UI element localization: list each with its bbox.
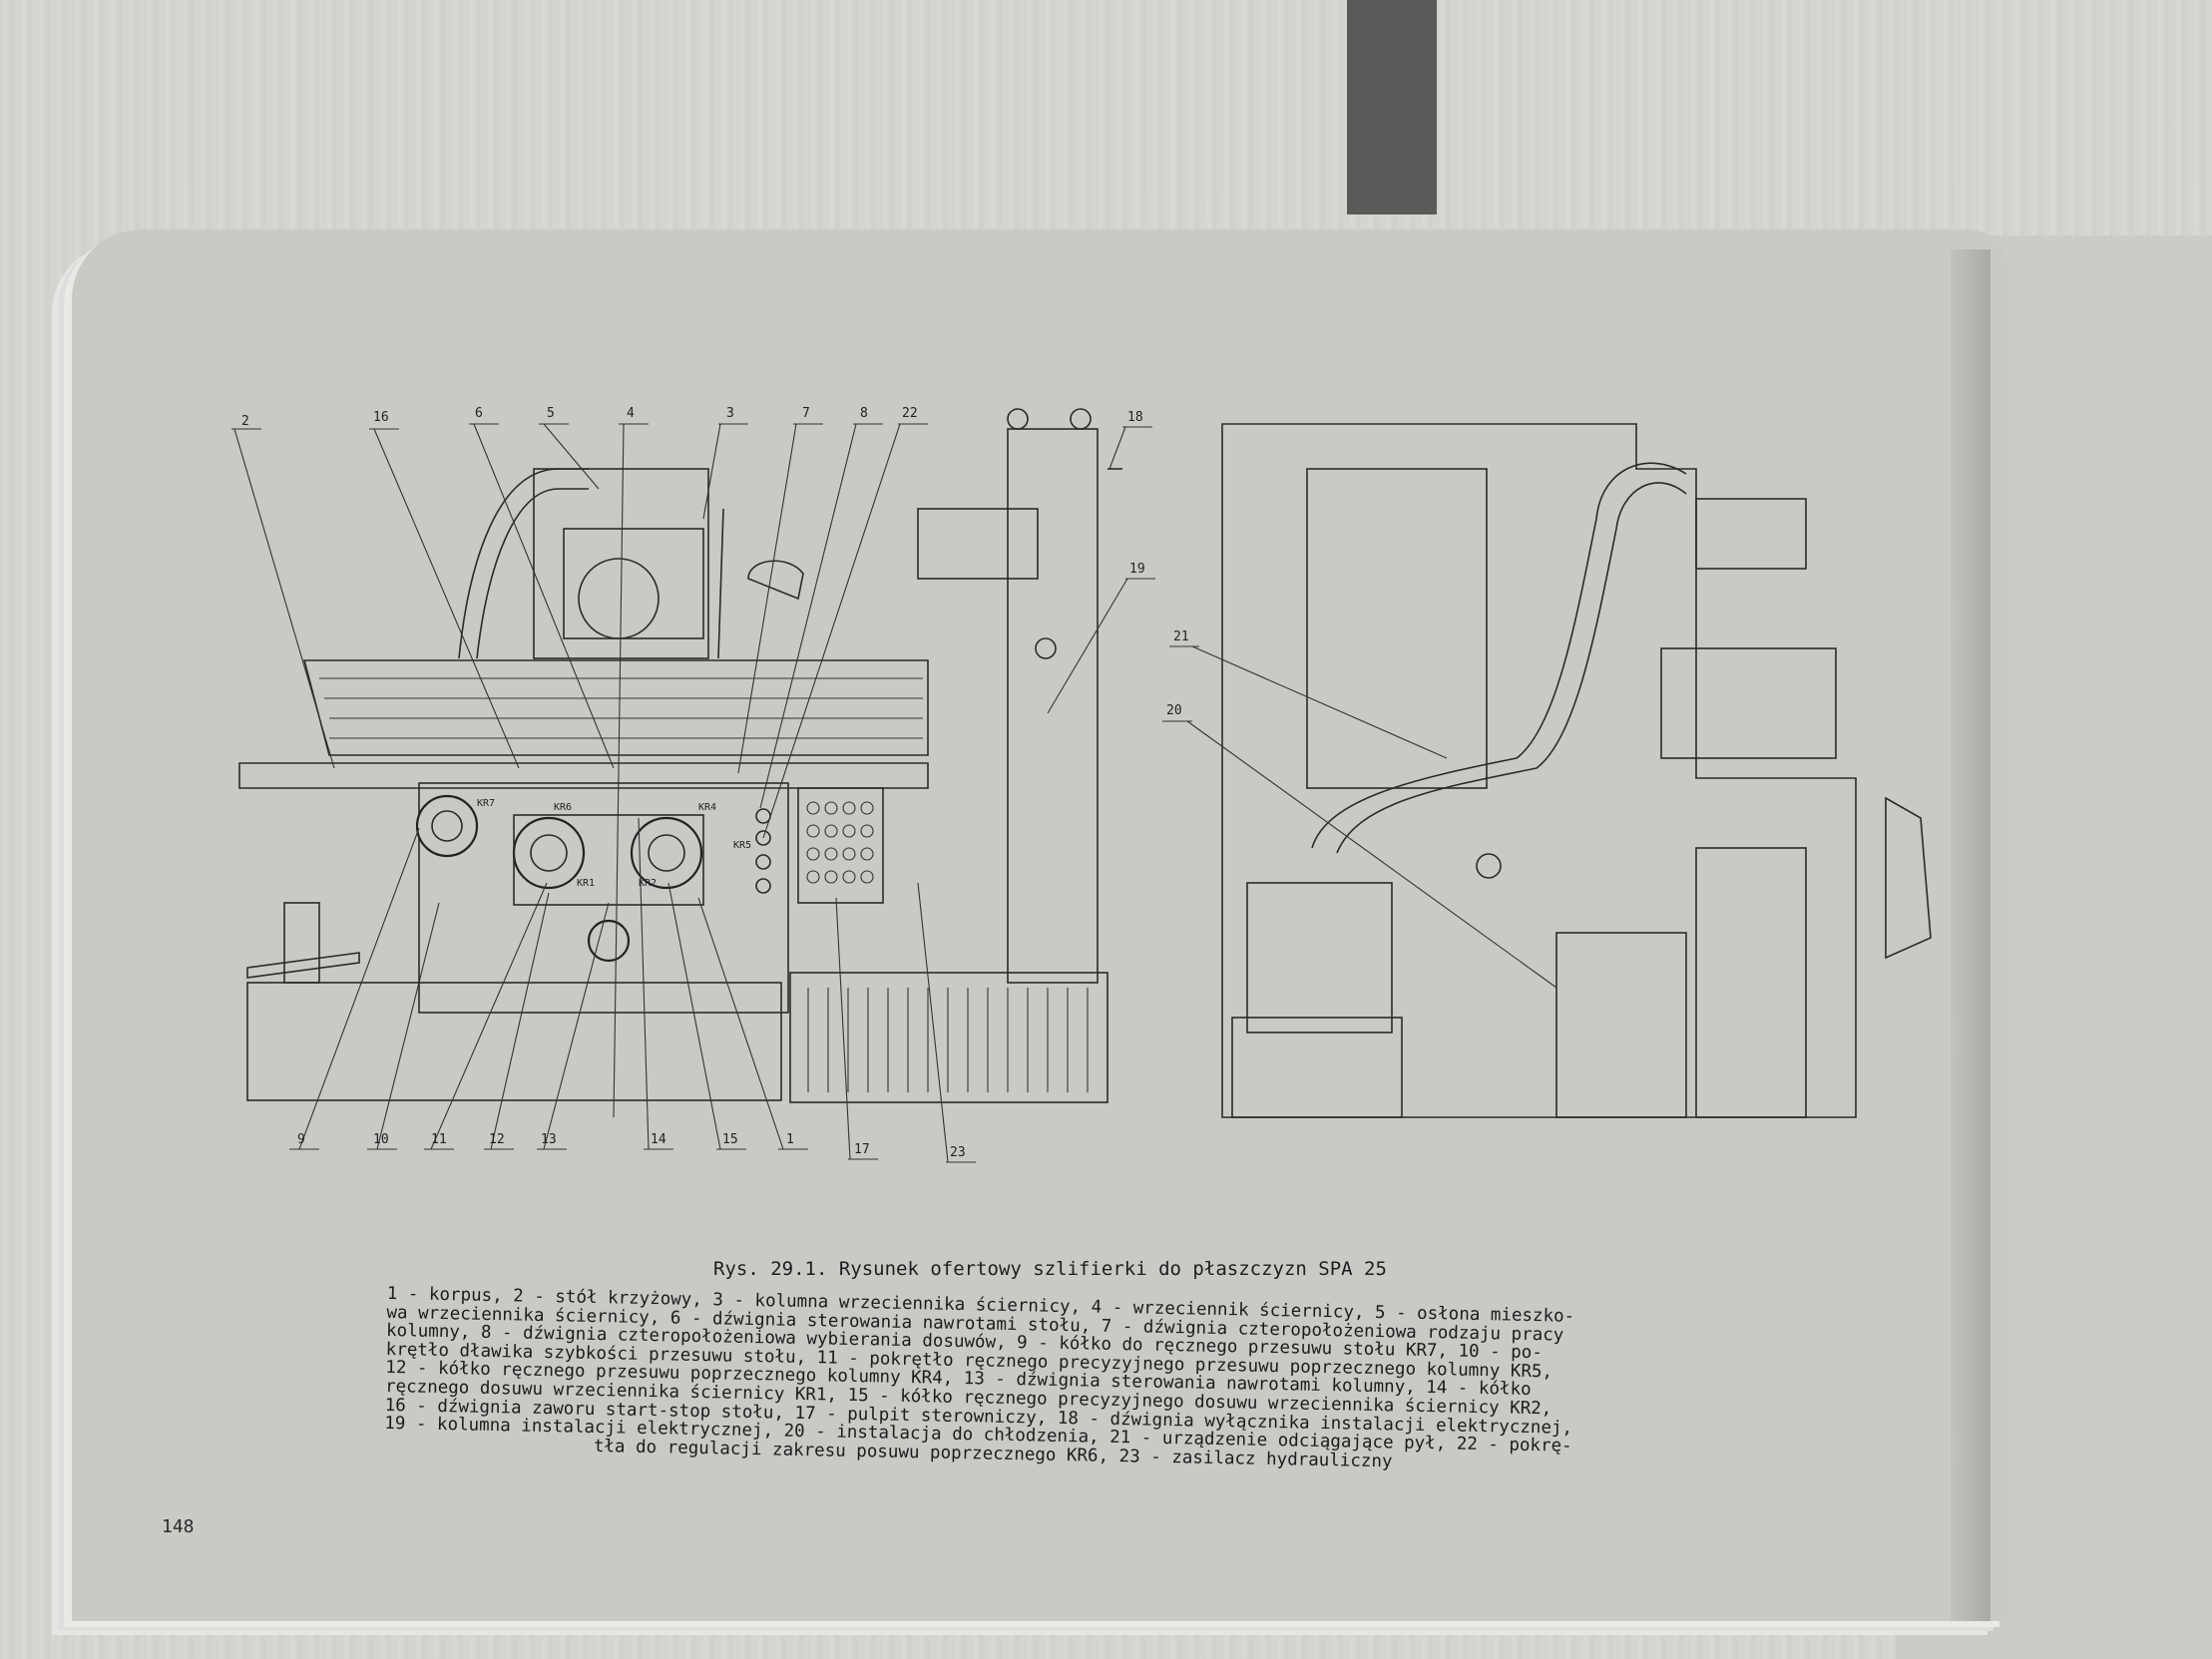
callout-label: 3 — [726, 406, 734, 421]
callout-label: 4 — [627, 406, 635, 421]
callout-label: 19 — [1129, 562, 1145, 577]
figure-caption: Rys. 29.1. Rysunek ofertowy szlifierki d… — [713, 1258, 1387, 1280]
callout-label: 17 — [854, 1142, 870, 1157]
callout-label: 10 — [373, 1132, 389, 1147]
front-view — [238, 408, 1122, 1103]
callout-label: 9 — [297, 1132, 305, 1147]
panel-label: KR7 — [477, 798, 495, 809]
panel-label: KR1 — [577, 878, 595, 889]
callout-label: 6 — [475, 406, 483, 421]
callout-label: 5 — [547, 406, 555, 421]
page-number: 148 — [162, 1516, 195, 1537]
side-view — [1221, 423, 1932, 1118]
callout-label: 1 — [786, 1132, 794, 1147]
callout-label: 8 — [860, 406, 868, 421]
callout-label: 16 — [373, 410, 389, 425]
callout-label: 15 — [722, 1132, 738, 1147]
page-gutter — [1951, 249, 1991, 1621]
callout-label: 2 — [241, 414, 249, 429]
callout-label: 14 — [651, 1132, 666, 1147]
callout-label: 12 — [489, 1132, 505, 1147]
callout-labels: 2 16 6 5 4 3 7 8 22 18 19 9 10 11 12 13 … — [231, 406, 1557, 1163]
panel-label: KR2 — [639, 878, 657, 889]
panel-label: KR5 — [733, 840, 751, 851]
callout-label: 23 — [950, 1145, 966, 1160]
wood-strip — [1347, 0, 1437, 214]
callout-label: 11 — [431, 1132, 447, 1147]
callout-label: 18 — [1127, 410, 1143, 425]
panel-label: KR6 — [554, 802, 572, 813]
callout-label: 7 — [802, 406, 810, 421]
callout-label: 13 — [541, 1132, 557, 1147]
book-page — [72, 229, 2007, 1621]
callout-label: 20 — [1166, 703, 1182, 718]
panel-label: KR4 — [698, 802, 716, 813]
figure-legend: 1 - korpus, 2 - stół krzyżowy, 3 - kolum… — [384, 1284, 1824, 1479]
callout-label: 22 — [902, 406, 918, 421]
callout-label: 21 — [1173, 629, 1189, 644]
